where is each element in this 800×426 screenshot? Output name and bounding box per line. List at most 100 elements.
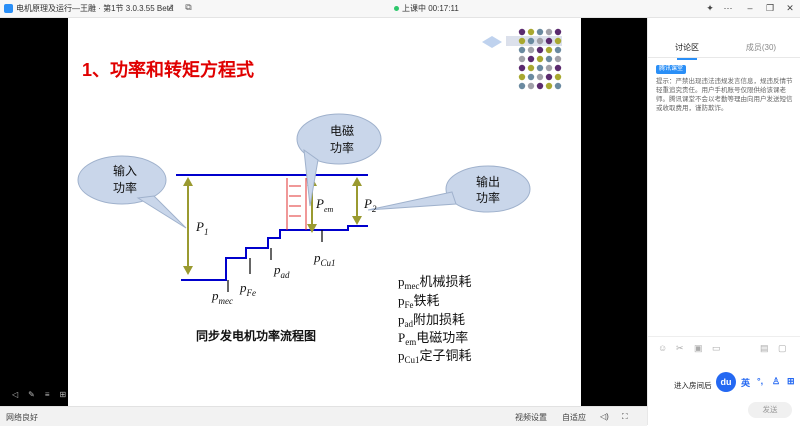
caption-icon[interactable]: ▤ xyxy=(760,343,769,353)
decorative-dot xyxy=(518,64,526,72)
decorative-dot xyxy=(518,55,526,63)
decorative-dot xyxy=(536,46,544,54)
pin-icon[interactable]: ✦ xyxy=(706,3,714,13)
notice-text: 提示：严禁出现违法违规发言信息，规违反情节轻重追究责任。用户手机账号仅限供给该课… xyxy=(656,78,793,112)
decorative-dot xyxy=(554,37,562,45)
p1-arrow xyxy=(183,177,193,275)
send-button[interactable]: 发送 xyxy=(748,402,792,418)
bubble-output-line2: 功率 xyxy=(476,190,500,205)
pointer-icon[interactable]: ◁ xyxy=(12,390,19,399)
live-status: 上课中 00:17:11 xyxy=(394,3,459,14)
decorative-dot xyxy=(554,73,562,81)
more-icon[interactable]: ⋯ xyxy=(723,3,733,13)
decorative-dot xyxy=(527,46,535,54)
copy-icon[interactable]: ⧉ xyxy=(185,2,192,12)
decorative-dots xyxy=(518,28,562,90)
fullscreen-icon[interactable]: ⛶ xyxy=(622,412,628,421)
notice-badge: 腾讯课堂 xyxy=(656,65,687,74)
notice: 腾讯课堂 提示：严禁出现违法违规发言信息，规违反情节轻重追究责任。用户手机账号仅… xyxy=(656,64,796,113)
close-button[interactable]: ✕ xyxy=(786,3,794,13)
ime-language-toggle[interactable]: 英 xyxy=(741,378,751,388)
bubble-output xyxy=(367,165,531,213)
decorative-dot xyxy=(527,55,535,63)
tab-discussion[interactable]: 讨论区 xyxy=(652,42,722,60)
decorative-dot xyxy=(545,28,553,36)
decorative-dot xyxy=(545,82,553,90)
minimize-button[interactable]: – xyxy=(747,3,753,13)
restore-button[interactable]: ❐ xyxy=(765,3,775,13)
app-logo-icon xyxy=(4,4,13,13)
baidu-ime-icon[interactable]: du xyxy=(716,372,736,392)
power-flow-lines xyxy=(176,174,368,281)
legend: pmec机械损耗 pFe铁耗 pad附加损耗 Pem电磁功率 pCu1定子铜耗 xyxy=(398,274,472,365)
decorative-dot xyxy=(527,64,535,72)
ime-grid-icon[interactable]: ⊞ xyxy=(787,376,795,386)
decorative-dot xyxy=(518,37,526,45)
label-p1: P1 xyxy=(195,219,208,237)
window-title: 电机原理及运行—王雕 · 第1节 3.0.3.55 Beta xyxy=(16,4,174,13)
loss-arrows xyxy=(227,230,323,292)
label-pad: pad xyxy=(273,262,290,280)
decorative-dot xyxy=(554,46,562,54)
decorative-dot xyxy=(554,64,562,72)
chat-bubble-icon[interactable]: ▢ xyxy=(778,343,787,353)
decorative-dot xyxy=(536,28,544,36)
image-icon[interactable]: ▣ xyxy=(694,343,703,353)
adaptive-button[interactable]: 自适应 xyxy=(562,413,586,422)
external-link-icon[interactable]: ↗ xyxy=(166,2,175,12)
legend-item: pad附加损耗 xyxy=(398,312,465,329)
folder-icon[interactable]: ▭ xyxy=(712,343,721,353)
decorative-dot xyxy=(545,37,553,45)
decorative-dot xyxy=(545,64,553,72)
decorative-dot xyxy=(518,46,526,54)
decorative-dot xyxy=(545,73,553,81)
decorative-dot xyxy=(527,37,535,45)
chat-toolbar: ☺ ✂ ▣ ▭ ▤ ▢ xyxy=(648,336,800,359)
video-settings-button[interactable]: 视频设置 xyxy=(515,413,547,422)
bubble-em-line1: 电磁 xyxy=(330,123,354,138)
volume-icon[interactable]: ◁) xyxy=(600,412,609,421)
ime-punct-icon[interactable]: °, xyxy=(757,376,764,386)
sidebar: 讨论区 成员(30) 腾讯课堂 提示：严禁出现违法违规发言信息，规违反情节轻重追… xyxy=(647,18,800,425)
bubble-em xyxy=(296,113,382,207)
ime-user-icon[interactable]: ♙ xyxy=(772,376,781,386)
menu-icon[interactable]: ≡ xyxy=(44,390,50,399)
live-status-text: 上课中 00:17:11 xyxy=(402,4,459,13)
decorative-dot xyxy=(527,82,535,90)
diagram-caption: 同步发电机功率流程图 xyxy=(196,328,316,343)
annotation-toolbar: ◁ ✎ ≡ ⊞ xyxy=(12,390,76,399)
tab-members[interactable]: 成员(30) xyxy=(745,43,777,52)
decorative-dot xyxy=(536,73,544,81)
decorative-dot xyxy=(518,82,526,90)
p2-arrow xyxy=(352,177,362,225)
decorative-dot xyxy=(527,73,535,81)
legend-item: pmec机械损耗 xyxy=(398,274,472,291)
presentation-stage: 1、功率和转矩方程式 xyxy=(0,18,647,406)
live-dot-icon xyxy=(394,6,399,12)
slide-diagram: 1、功率和转矩方程式 xyxy=(77,28,562,365)
label-pfe: pFe xyxy=(239,280,256,298)
scissors-icon[interactable]: ✂ xyxy=(676,343,684,353)
label-pem: Pem xyxy=(315,196,334,214)
bubble-input-line2: 功率 xyxy=(113,180,137,195)
bubble-input-line1: 输入 xyxy=(113,163,137,178)
decorative-dot xyxy=(536,82,544,90)
decorative-dot xyxy=(536,37,544,45)
grid-icon[interactable]: ⊞ xyxy=(59,390,67,399)
emoji-icon[interactable]: ☺ xyxy=(658,343,668,353)
bubble-output-line1: 输出 xyxy=(476,174,500,189)
legend-item: Pem电磁功率 xyxy=(398,330,468,347)
ime-toolbar: du 英 °, ♙ ⊞ xyxy=(716,372,800,392)
enter-room-hint: 进入房间后 xyxy=(674,381,712,390)
label-p2: P2 xyxy=(363,196,377,214)
decorative-dot xyxy=(545,46,553,54)
bubble-em-line2: 功率 xyxy=(330,140,354,155)
label-pcu1: pCu1 xyxy=(313,250,336,268)
decorative-dot xyxy=(536,64,544,72)
decorative-dot xyxy=(545,55,553,63)
decorative-dot xyxy=(554,55,562,63)
bottom-bar: 网络良好 视频设置 自适应 ◁) ⛶ xyxy=(0,406,647,426)
decorative-dot xyxy=(536,55,544,63)
slide-heading: 1、功率和转矩方程式 xyxy=(82,59,254,80)
pen-icon[interactable]: ✎ xyxy=(28,390,35,399)
